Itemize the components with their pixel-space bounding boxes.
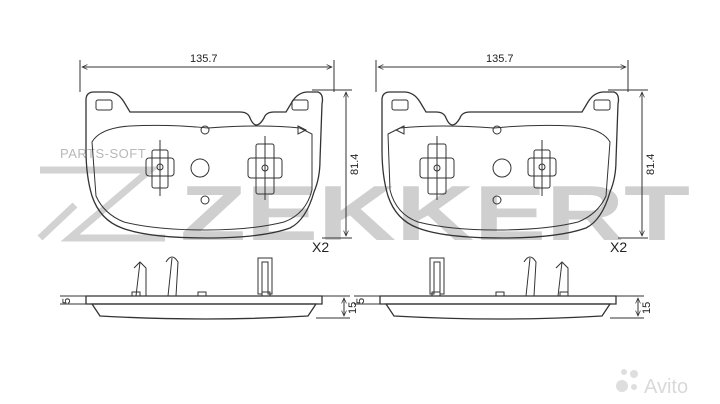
left-backing-plate (85, 91, 324, 239)
left-clip-b (247, 136, 283, 200)
right-ear-right (593, 99, 611, 111)
left-friction-material (91, 124, 313, 231)
left-side-plate (85, 295, 323, 305)
right-clip-a (419, 136, 455, 200)
right-hole-bottom (492, 195, 502, 205)
left-height-dim: 81.4 (349, 154, 361, 175)
right-quantity: X2 (610, 239, 627, 255)
right-sensor-tab (429, 257, 445, 295)
left-hole-top (200, 125, 210, 135)
right-side-dim-a: 5 (355, 298, 367, 304)
right-clip-b (527, 140, 557, 196)
avito-watermark-text: Avito (644, 376, 688, 398)
left-pad-side-view: 5 15 (60, 256, 359, 320)
left-sensor-tab (257, 257, 273, 295)
right-spring-clip-b (555, 261, 569, 297)
left-side-dim-a: 5 (61, 298, 73, 304)
right-wear-indicator-icon (394, 125, 405, 135)
left-spring-clip-a (133, 261, 147, 297)
right-spring-clip-a (523, 256, 537, 297)
left-ear-left (95, 99, 113, 111)
avito-logo-icon (616, 369, 638, 392)
parts-soft-watermark: PARTS-SOFT (60, 146, 146, 161)
left-side-dim-b: 15 (347, 302, 359, 314)
left-hole-center (190, 158, 210, 178)
right-width-dim: 135.7 (486, 53, 514, 65)
left-quantity: X2 (312, 239, 329, 255)
right-hole-top (492, 125, 502, 135)
left-clip-a (145, 140, 175, 196)
avito-watermark: Avito (616, 369, 688, 398)
left-width-dim: 135.7 (190, 53, 218, 65)
right-friction-material (387, 124, 611, 231)
zekkert-watermark: ZEKKERT (37, 166, 690, 257)
left-ear-right (291, 99, 309, 111)
right-side-plate (379, 295, 617, 305)
right-pad-side-view: 5 15 (354, 256, 653, 320)
left-wear-indicator-icon (297, 125, 308, 135)
right-side-friction (384, 303, 612, 320)
left-side-friction (90, 303, 318, 320)
zekkert-logo-icon (37, 166, 165, 242)
right-hole-center (492, 158, 512, 178)
right-height-dim: 81.4 (645, 154, 657, 175)
right-side-dim-b: 15 (641, 302, 653, 314)
right-ear-left (391, 99, 409, 111)
left-spring-clip-b (165, 256, 179, 297)
left-hole-bottom (200, 195, 210, 205)
left-pad-top-view: 135.7 81.4 X2 (79, 53, 361, 255)
right-pad-top-view: 135.7 81.4 X2 (375, 53, 657, 255)
right-backing-plate (381, 91, 620, 239)
